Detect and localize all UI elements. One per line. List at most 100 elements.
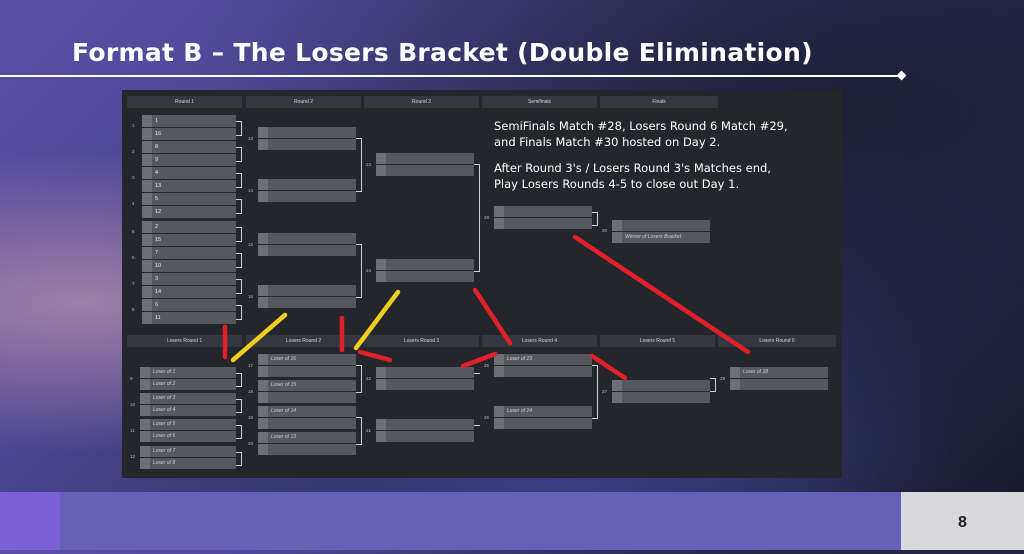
seed-slot: 10 [142, 260, 236, 272]
seed-slot: 1 [142, 115, 236, 127]
footer-band [60, 492, 901, 550]
match-slot [376, 367, 474, 378]
schedule-note: SemiFinals Match #28, Losers Round 6 Mat… [494, 118, 794, 202]
bracket-connector [356, 244, 362, 298]
match-slot [258, 297, 356, 308]
bracket-connector [474, 425, 480, 426]
match-slot [494, 218, 592, 229]
match-slot [494, 418, 592, 429]
match-slot [376, 271, 474, 282]
match-slot: Loser of 14 [258, 406, 356, 417]
match-slot: Loser of 13 [258, 432, 356, 443]
match-slot [258, 139, 356, 150]
match-slot [376, 431, 474, 442]
match-slot: Loser of 6 [140, 431, 236, 442]
match-number: 23 [366, 162, 372, 167]
seed-slot: 16 [142, 128, 236, 140]
bracket-connector [356, 417, 362, 445]
match-slot [258, 285, 356, 296]
seed-slot: 15 [142, 234, 236, 246]
match-slot [258, 444, 356, 455]
match-slot: Loser of 23 [494, 354, 592, 365]
header-finals: Finals [600, 96, 718, 108]
match-slot [258, 392, 356, 403]
match-slot [612, 392, 710, 403]
match-slot: Winner of Losers Bracket [612, 232, 710, 243]
match-number: 25 [484, 363, 490, 368]
seed-slot: 5 [142, 193, 236, 205]
header-losers-round-4: Losers Round 4 [482, 335, 597, 347]
header-round-1: Round 1 [127, 96, 242, 108]
seed-slot: 13 [142, 180, 236, 192]
match-number: 21 [366, 428, 372, 433]
match-slot [376, 259, 474, 270]
match-slot [376, 379, 474, 390]
match-number: 10 [130, 402, 136, 407]
bracket-connector [592, 212, 598, 226]
match-number: 13 [248, 136, 254, 141]
bracket-connector [236, 373, 242, 387]
seed-slot: 8 [142, 141, 236, 153]
bracket-connector [236, 399, 242, 413]
match-slot [258, 366, 356, 377]
match-slot: Loser of 4 [140, 405, 236, 416]
match-slot: Loser of 7 [140, 446, 236, 457]
seed-slot: 7 [142, 247, 236, 259]
match-slot [258, 245, 356, 256]
match-number: 19 [248, 415, 254, 420]
bracket-connector [236, 279, 242, 294]
bracket-connector [236, 227, 242, 242]
bracket-connector [236, 199, 242, 214]
title-underline [0, 75, 902, 77]
match-number: 15 [248, 242, 254, 247]
match-slot [376, 419, 474, 430]
match-number: 9 [130, 376, 133, 381]
header-losers-round-6: Losers Round 6 [718, 335, 836, 347]
match-slot: Loser of 15 [258, 380, 356, 391]
match-slot [258, 418, 356, 429]
header-losers-round-1: Losers Round 1 [127, 335, 242, 347]
match-slot: Loser of 8 [140, 458, 236, 469]
footer-accent-block [0, 492, 60, 550]
bracket-connector [474, 164, 480, 272]
title-underline-end-diamond [896, 70, 907, 81]
header-losers-round-2: Losers Round 2 [246, 335, 361, 347]
match-number: 17 [248, 363, 254, 368]
match-number: 6 [132, 255, 135, 260]
header-semifinals: Semifinals [482, 96, 597, 108]
match-slot [376, 153, 474, 164]
match-slot [494, 366, 592, 377]
match-number: 7 [132, 281, 135, 286]
bracket-connector [710, 378, 716, 392]
seed-slot: 2 [142, 221, 236, 233]
match-slot: Loser of 28 [730, 367, 828, 378]
seed-slot: 11 [142, 312, 236, 324]
footer-bar: 8 [0, 492, 1024, 550]
page-number-box: 8 [901, 492, 1024, 550]
match-slot [730, 379, 828, 390]
match-number: 8 [132, 307, 135, 312]
bracket-connector [236, 253, 242, 268]
match-slot: Loser of 24 [494, 406, 592, 417]
match-slot [612, 380, 710, 391]
match-slot [258, 179, 356, 190]
match-number: 1 [132, 123, 135, 128]
schedule-note-day2: SemiFinals Match #28, Losers Round 6 Mat… [494, 119, 788, 149]
match-slot [258, 191, 356, 202]
match-slot: Loser of 1 [140, 367, 236, 378]
match-number: 20 [248, 441, 254, 446]
match-number: 11 [130, 428, 135, 433]
header-losers-round-5: Losers Round 5 [600, 335, 715, 347]
match-slot [494, 206, 592, 217]
match-number: 26 [484, 415, 490, 420]
match-number: 3 [132, 175, 135, 180]
bracket-connector [236, 147, 242, 162]
slide-title: Format B – The Losers Bracket (Double El… [72, 38, 813, 67]
bracket-connector [236, 121, 242, 136]
match-slot: Loser of 2 [140, 379, 236, 390]
match-slot [258, 233, 356, 244]
header-round-2: Round 2 [246, 96, 361, 108]
seed-slot: 14 [142, 286, 236, 298]
bracket-connector [236, 305, 242, 320]
match-number: 24 [366, 268, 372, 273]
